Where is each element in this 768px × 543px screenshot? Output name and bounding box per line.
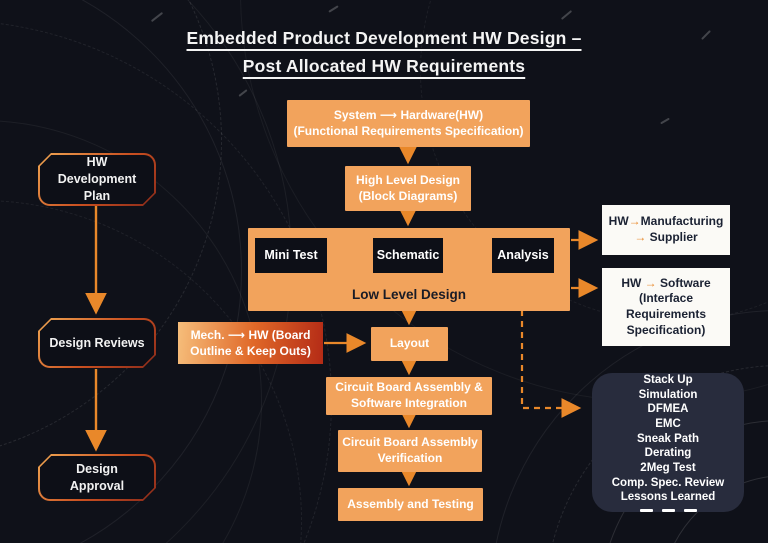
- analysis-label: Analysis: [497, 248, 549, 263]
- analysis-activities-list: Stack Up Simulation DFMEA EMC Sneak Path…: [592, 373, 744, 513]
- software-text: Software: [660, 275, 711, 290]
- layout-label: Layout: [389, 336, 430, 351]
- box-circuit-board-assembly-integration: Circuit Board Assembly & Software Integr…: [326, 377, 492, 415]
- box-design-reviews: Design Reviews: [38, 318, 156, 368]
- background-scratch: [660, 117, 670, 125]
- list-item: DFMEA: [647, 403, 689, 416]
- cbasi-line1: Circuit Board Assembly &: [335, 380, 483, 395]
- background-scratch: [238, 89, 248, 97]
- box-hw-manufacturing-supplier: HW→Manufacturing → Supplier: [602, 205, 730, 255]
- list-item: 2Meg Test: [640, 462, 696, 475]
- right-arrow-icon: →: [628, 214, 641, 229]
- background-scratch: [150, 11, 164, 23]
- right-arrow-icon: →: [644, 275, 657, 290]
- box-circuit-board-assembly-verification: Circuit Board Assembly Verification: [338, 430, 482, 472]
- mech-label: Mech. ⟶ HW (Board Outline & Keep Outs): [190, 327, 311, 358]
- hld-line2: (Block Diagrams): [358, 188, 458, 203]
- page-title-line2: Post Allocated HW Requirements: [242, 56, 526, 76]
- dash-segment: [661, 509, 675, 513]
- box-design-approval-label: Design Approval: [40, 456, 155, 500]
- system-box-line2: (Functional Requirements Specification): [293, 123, 524, 138]
- box-high-level-design: High Level Design (Block Diagrams): [345, 166, 471, 211]
- box-analysis: Analysis: [492, 238, 554, 273]
- manufacturing-hw: HW: [608, 214, 629, 229]
- box-mini-test: Mini Test: [255, 238, 327, 273]
- box-hw-development-plan-label: HW Development Plan: [40, 155, 155, 205]
- list-item: Stack Up: [643, 373, 693, 386]
- box-design-approval: Design Approval: [38, 454, 156, 501]
- list-item: EMC: [655, 417, 681, 430]
- manufacturing-text: Manufacturing: [640, 214, 724, 229]
- right-arrow-icon: →: [634, 230, 647, 244]
- cbasi-line2: Software Integration: [350, 396, 467, 410]
- box-design-reviews-label: Design Reviews: [40, 320, 155, 367]
- assembly-testing-label: Assembly and Testing: [347, 496, 474, 511]
- box-layout: Layout: [371, 327, 448, 361]
- background-scratch: [560, 10, 573, 20]
- supplier-text: Supplier: [649, 230, 698, 244]
- dashed-line-decoration: [639, 509, 697, 513]
- list-item: Sneak Path: [637, 432, 699, 445]
- system-box-line1: System ⟶ Hardware(HW): [333, 107, 484, 122]
- box-system-to-hardware: System ⟶ Hardware(HW) (Functional Requir…: [287, 100, 530, 147]
- background-scratch: [328, 5, 339, 13]
- box-assembly-and-testing: Assembly and Testing: [338, 488, 483, 521]
- dashed-arrow-analysis-to-list: [520, 310, 582, 418]
- software-hw: HW: [621, 275, 642, 290]
- software-spec-text: (Interface Requirements Specification): [625, 291, 707, 337]
- list-item: Derating: [644, 447, 692, 460]
- box-hw-development-plan: HW Development Plan: [38, 153, 156, 206]
- hld-line1: High Level Design: [355, 172, 461, 187]
- box-schematic: Schematic: [373, 238, 443, 273]
- low-level-design-label: Low Level Design: [351, 287, 467, 303]
- page-title-line1: Embedded Product Development HW Design –: [186, 28, 582, 48]
- dash-segment: [683, 509, 697, 513]
- box-hw-software-interface: HW → Software (Interface Requirements Sp…: [602, 268, 730, 346]
- list-item: Simulation: [638, 388, 698, 401]
- list-item: Comp. Spec. Review: [611, 476, 725, 489]
- list-item: Lessons Learned: [620, 491, 716, 504]
- cbav-line1: Circuit Board Assembly: [342, 435, 478, 450]
- mini-test-label: Mini Test: [264, 248, 318, 263]
- box-mech-to-hw: Mech. ⟶ HW (Board Outline & Keep Outs): [178, 322, 323, 364]
- dash-segment: [639, 509, 653, 513]
- box-low-level-design: Mini Test Schematic Analysis Low Level D…: [248, 228, 570, 311]
- schematic-label: Schematic: [376, 248, 440, 263]
- cbav-line2: Verification: [377, 451, 443, 465]
